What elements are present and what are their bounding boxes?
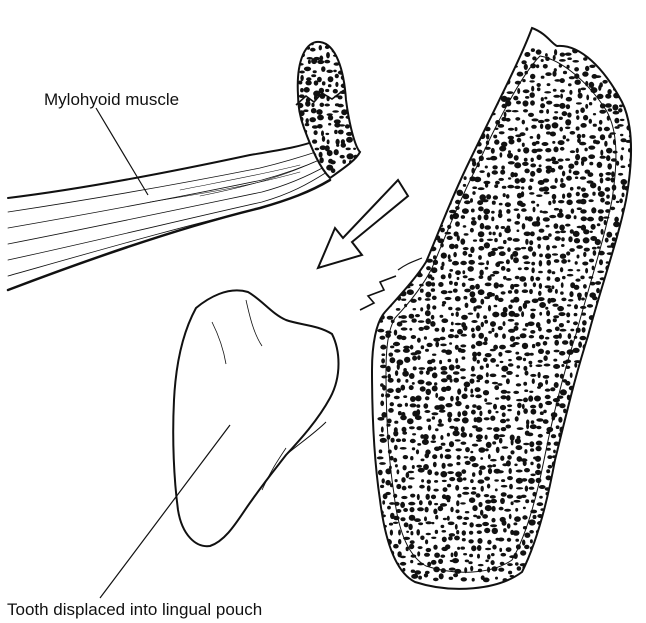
tooth-displaced-label: Tooth displaced into lingual pouch bbox=[7, 601, 262, 618]
bone-fragment bbox=[296, 39, 361, 181]
displaced-tooth bbox=[173, 290, 338, 546]
mylohyoid-muscle bbox=[8, 140, 330, 290]
mylohyoid-muscle-label: Mylohyoid muscle bbox=[44, 91, 179, 108]
leader-line-mylohyoid bbox=[96, 108, 148, 195]
displacement-arrow bbox=[318, 180, 408, 268]
mandible-cross-section bbox=[360, 28, 636, 589]
